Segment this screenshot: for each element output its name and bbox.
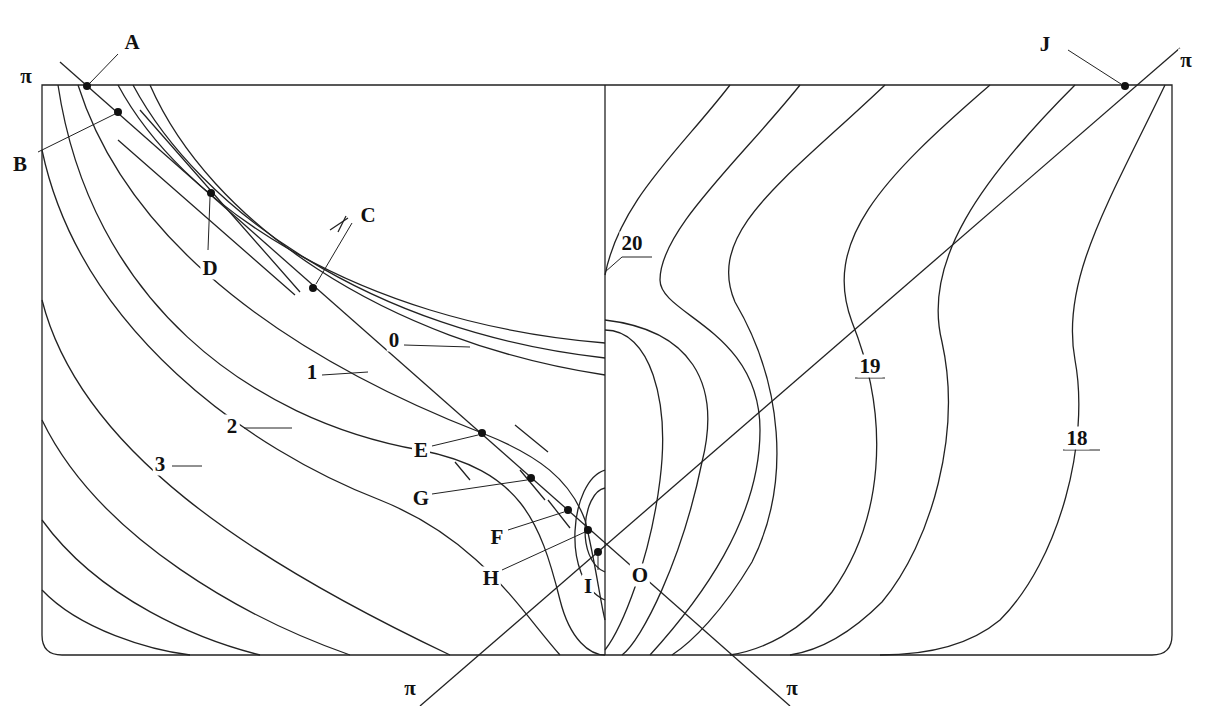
point-label: I xyxy=(582,575,594,598)
centerline xyxy=(604,85,605,655)
station-curve xyxy=(78,85,605,620)
tick-mark xyxy=(338,216,346,232)
point-label: E xyxy=(412,439,430,462)
station-curve xyxy=(42,590,190,655)
point-dots xyxy=(83,82,1129,556)
station-number: 3 xyxy=(153,453,168,476)
station-number: 0 xyxy=(387,329,402,352)
point-label: π xyxy=(1178,49,1194,72)
tick-mark xyxy=(118,110,570,528)
station-curve xyxy=(880,85,1165,655)
station-number: 18 xyxy=(1065,427,1090,450)
station-number: 1 xyxy=(305,361,320,384)
station-curve xyxy=(605,85,730,275)
point-label: G xyxy=(411,487,431,510)
point-label: O xyxy=(630,564,650,587)
leader-line xyxy=(38,50,1121,570)
point-label: J xyxy=(1038,33,1053,56)
point-label: C xyxy=(358,204,377,227)
point-label: A xyxy=(122,31,141,54)
station-curve xyxy=(672,85,885,655)
station-curve xyxy=(790,85,1075,655)
station-curve xyxy=(650,85,800,655)
diagonal-line xyxy=(420,48,1180,706)
point-label: F xyxy=(489,526,506,549)
station-curve xyxy=(150,85,605,375)
station-curve xyxy=(133,85,605,358)
station-curve xyxy=(42,520,260,655)
point-label: H xyxy=(481,567,501,590)
station-curve xyxy=(730,85,990,655)
station-curve xyxy=(118,85,605,343)
station-curve xyxy=(42,420,350,655)
station-curve xyxy=(42,150,560,655)
station-curve xyxy=(42,300,450,655)
point-label: π xyxy=(18,65,34,88)
station-curve xyxy=(58,85,605,655)
station-number: 19 xyxy=(858,355,883,378)
diagonal-line xyxy=(60,62,790,706)
bow-bulb xyxy=(605,330,663,650)
station-number: 20 xyxy=(620,232,645,255)
point-label: B xyxy=(11,153,29,176)
point-label: D xyxy=(200,257,219,280)
point-label: π xyxy=(402,677,418,700)
frame xyxy=(42,85,1172,655)
station-number: 2 xyxy=(225,415,240,438)
point-label: π xyxy=(784,677,800,700)
